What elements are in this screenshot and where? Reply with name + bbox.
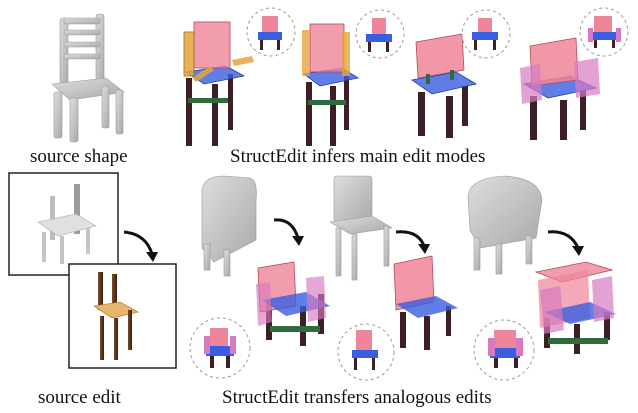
caption-source-shape: source shape xyxy=(30,146,128,167)
source-edit-after-box xyxy=(68,263,177,369)
edit-mode-chair-4 xyxy=(520,37,600,140)
caption-source-edit: source edit xyxy=(38,387,121,408)
target-preview-3 xyxy=(473,319,535,381)
caption-transfers-edits: StructEdit transfers analogous edits xyxy=(222,387,492,408)
edit-mode-chair-2 xyxy=(302,23,360,146)
transfer-arrow-3-icon xyxy=(547,230,584,256)
target-chair-1-source xyxy=(201,175,257,277)
edit-mode-preview-4 xyxy=(579,7,629,57)
target-chair-3-source xyxy=(467,175,543,275)
target-chair-1-edited xyxy=(256,261,330,346)
target-chair-3-edited xyxy=(534,261,616,354)
source-edit-before-box xyxy=(8,172,119,276)
target-preview-1 xyxy=(189,317,251,379)
edit-mode-preview-1 xyxy=(246,7,296,57)
target-preview-2 xyxy=(337,323,395,381)
edit-mode-chair-3 xyxy=(410,33,478,138)
edit-mode-preview-2 xyxy=(355,9,405,59)
caption-infers-edit-modes: StructEdit infers main edit modes xyxy=(230,146,486,167)
source-edit-arrow-icon xyxy=(123,230,158,262)
transfer-arrow-2-icon xyxy=(395,230,430,254)
edit-mode-preview-3 xyxy=(461,9,511,59)
transfer-arrow-1-icon xyxy=(273,218,304,246)
source-shape-chair xyxy=(51,13,125,143)
target-chair-2-source xyxy=(329,175,393,281)
target-chair-2-edited xyxy=(393,255,458,350)
edit-mode-chair-1 xyxy=(183,21,254,146)
